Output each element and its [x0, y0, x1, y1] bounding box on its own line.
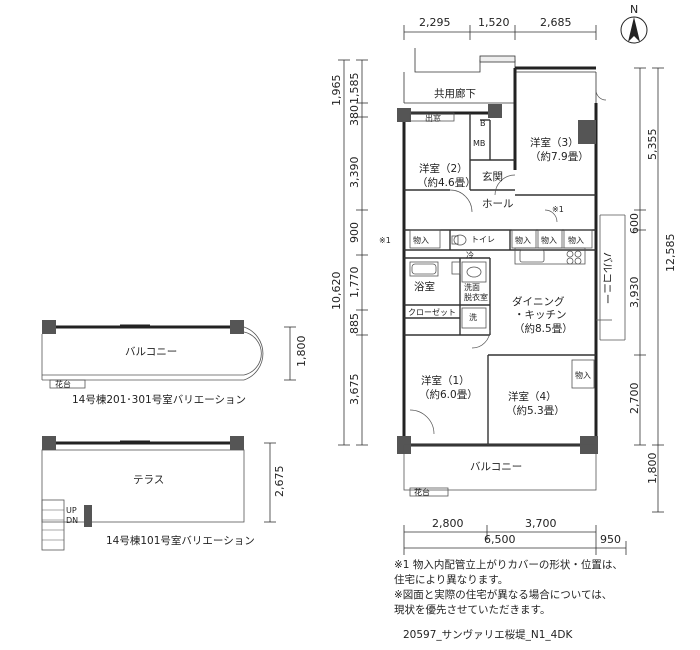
dim-left-7: 885 [348, 313, 361, 334]
corridor-outline [403, 48, 597, 110]
note-mark-right: ※1 [552, 205, 564, 214]
dk-size: （約8.5畳） [514, 322, 573, 335]
room3-size: （約7.9畳） [530, 150, 589, 163]
dim-right-4: 2,700 [628, 383, 641, 415]
room3-label: 洋室（3） [530, 136, 579, 149]
ref-label: 冷 [466, 250, 474, 260]
room1-label: 洋室（1） [421, 374, 470, 387]
dim-bottom-3: 950 [600, 533, 621, 546]
variation-2-up-label: UP [66, 506, 77, 515]
bottom-balcony-outline [403, 444, 597, 497]
dim-bottom-1: 3,700 [525, 517, 557, 530]
left-dimension-lines [338, 59, 368, 446]
room2-label: 洋室（2） [419, 162, 468, 175]
room2-size: （約4.6畳） [417, 176, 476, 189]
dk-label-2: ・キッチン [514, 309, 567, 321]
corridor-label: 共用廊下 [434, 87, 476, 100]
balcony-bottom-label: バルコニー [470, 461, 522, 473]
compass-label: N [630, 3, 638, 16]
dim-bottom-0: 2,800 [432, 517, 464, 530]
note-line-3: 現状を優先させていただきます。 [394, 603, 550, 616]
storage-boxes [409, 112, 595, 389]
storage-label-4: 物入 [568, 235, 584, 245]
senmen-label-1: 洗面 [464, 282, 480, 292]
dim-right-0: 5,355 [646, 129, 659, 161]
variation-1-dim: 1,800 [295, 336, 308, 368]
room4-label: 洋室（4） [508, 390, 557, 403]
variation-2-dim: 2,675 [273, 466, 286, 498]
room1-size: （約6.0畳） [419, 388, 478, 401]
dim-top-0: 2,295 [419, 16, 451, 29]
dim-top-2: 2,685 [540, 16, 572, 29]
toilet-fixture [451, 234, 467, 246]
balcony-right-label: バルコニー [601, 252, 613, 304]
demado-label: 出窓 [425, 113, 441, 123]
variation-1-caption: 14号棟201･301号室バリエーション [72, 393, 246, 406]
variation-1-balcony-label: バルコニー [125, 346, 177, 358]
hall-label: ホール [482, 198, 514, 210]
b-label: B [480, 119, 486, 128]
north-compass-icon: N [620, 3, 648, 44]
toilet-label: トイレ [471, 235, 495, 244]
bottom-dimension-lines [403, 525, 627, 555]
variation-1-drawing [41, 320, 296, 389]
variation-2-terrace-label: テラス [133, 474, 164, 486]
storage-label-5: 物入 [575, 370, 591, 380]
dk-label-1: ダイニング [512, 295, 565, 308]
flower-label: 花台 [414, 487, 430, 497]
dim-left-4: 900 [348, 222, 361, 243]
storage-label-3: 物入 [541, 235, 557, 245]
dim-right-1: 600 [628, 213, 641, 234]
footer-code: 20597_サンヴァリエ桜堤_N1_4DK [403, 628, 573, 641]
bath-fixtures [409, 261, 487, 329]
storage-label-1: 物入 [413, 235, 429, 245]
note-line-0: ※1 物入内配管立上がりカバーの形状・位置は、 [394, 558, 623, 571]
senmen-label-2: 脱衣室 [464, 292, 488, 302]
dim-bottom-2: 6,500 [484, 533, 516, 546]
dim-left-3: 3,390 [348, 157, 361, 189]
right-dimension-lines [634, 67, 664, 513]
variation-2-dn-label: DN [66, 516, 78, 525]
note-line-1: 住宅により異なります。 [394, 573, 508, 586]
variation-2-drawing [41, 436, 276, 551]
room4-size: （約5.3畳） [506, 404, 565, 417]
dim-left-1: 1,585 [348, 73, 361, 105]
top-dimension-lines [403, 25, 597, 40]
dim-right-3: 3,930 [628, 277, 641, 309]
dim-left-6: 10,620 [330, 272, 343, 311]
closet-label: クローゼット [408, 307, 456, 317]
variation-1-flower-label: 花台 [55, 379, 71, 389]
wash-label: 洗 [469, 312, 477, 322]
note-mark-left: ※1 [379, 236, 391, 245]
dim-right-2: 12,585 [664, 234, 677, 273]
dim-top-1: 1,520 [478, 16, 510, 29]
dim-right-5: 1,800 [646, 453, 659, 485]
dim-left-0: 1,965 [330, 75, 343, 107]
dim-left-5: 1,770 [348, 267, 361, 299]
genkan-label: 玄関 [482, 170, 503, 183]
mb-label: MB [473, 139, 485, 148]
storage-label-2: 物入 [515, 235, 531, 245]
right-balcony-outline [596, 214, 626, 341]
note-line-2: ※図面と実際の住宅が異なる場合については、 [394, 588, 612, 601]
bath-label: 浴室 [414, 280, 435, 293]
door-swings [409, 89, 607, 435]
variation-2-caption: 14号棟101号室バリエーション [106, 534, 255, 547]
dim-left-8: 3,675 [348, 374, 361, 406]
dim-left-2: 380 [348, 105, 361, 126]
